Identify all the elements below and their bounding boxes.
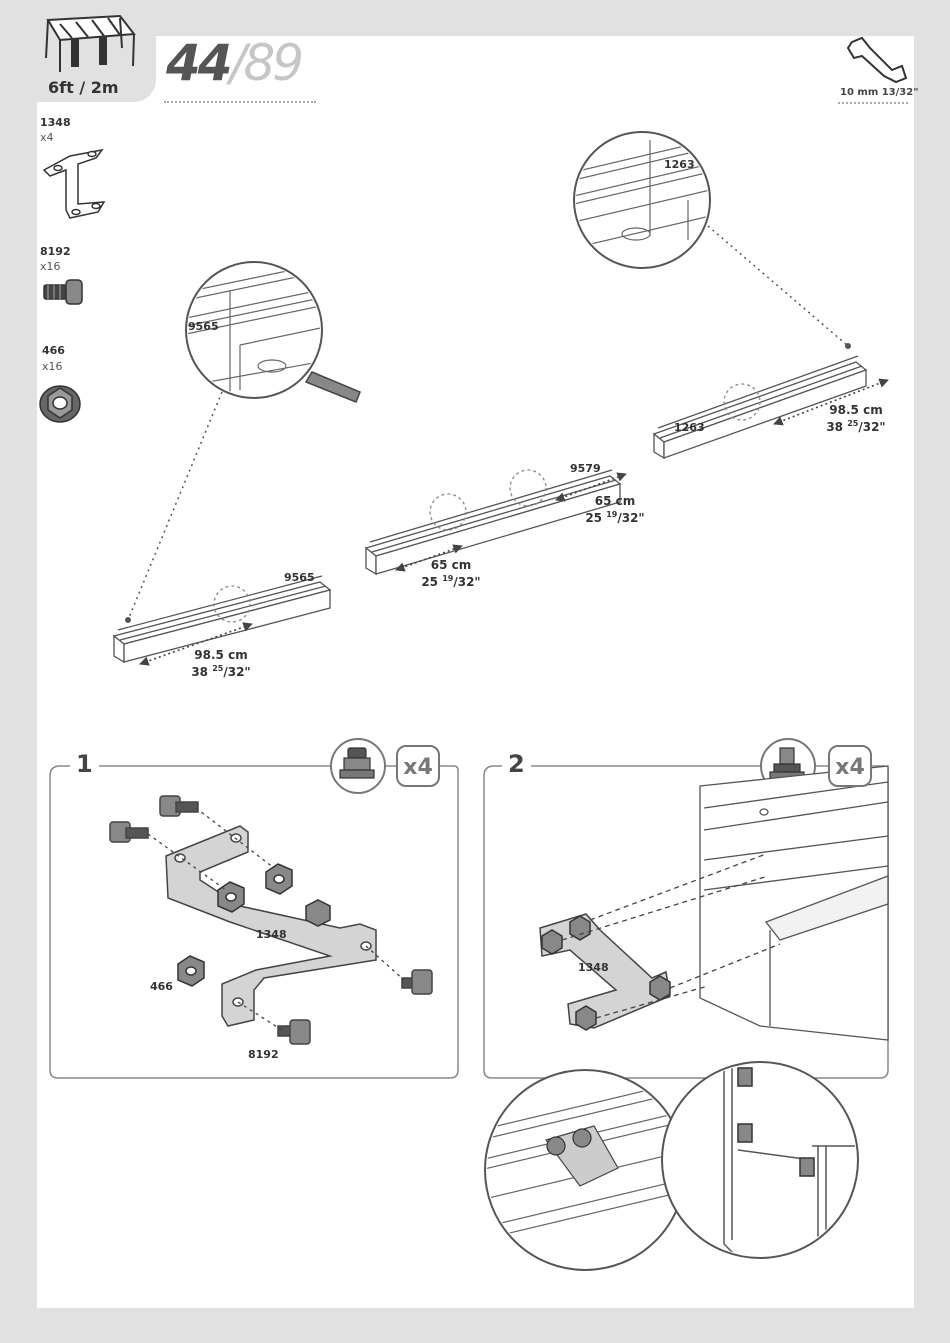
zoom-circle-right bbox=[574, 132, 710, 268]
zoom-label-right: 1263 bbox=[664, 158, 695, 171]
dimension-middle-b: 65 cm 25 19/32" bbox=[580, 494, 650, 525]
dimension-right: 98.5 cm 38 25/32" bbox=[818, 403, 894, 434]
step1-repeat-badge: x4 bbox=[396, 745, 440, 787]
tool-divider bbox=[838, 102, 908, 104]
part-qty-8192: x16 bbox=[40, 260, 61, 273]
model-size-label: 6ft / 2m bbox=[48, 78, 119, 97]
step1-assembly bbox=[110, 796, 432, 1044]
bracket-part-icon bbox=[44, 150, 104, 218]
detail-circle-left bbox=[480, 1070, 690, 1270]
step1-nut-label: 466 bbox=[150, 980, 173, 993]
detail-circle-right bbox=[662, 1054, 860, 1258]
bolt-part-icon bbox=[44, 280, 82, 304]
step1-number: 1 bbox=[70, 750, 99, 778]
dimension-middle-b-metric: 65 cm bbox=[580, 494, 650, 508]
page-separator: / bbox=[230, 34, 244, 92]
dimension-middle-b-imperial: 25 19/32" bbox=[580, 508, 650, 525]
dimension-middle-a: 65 cm 25 19/32" bbox=[416, 558, 486, 589]
step1-bolt-label: 8192 bbox=[248, 1048, 279, 1061]
dimension-left-imperial: 38 25/32" bbox=[186, 662, 256, 679]
part-code-466: 466 bbox=[42, 344, 65, 357]
dimension-middle-a-imperial: 25 19/32" bbox=[416, 572, 486, 589]
step1-bracket-label: 1348 bbox=[256, 928, 287, 941]
part-qty-1348: x4 bbox=[40, 131, 54, 144]
rail-label-middle: 9579 bbox=[570, 462, 601, 475]
dimension-left-metric: 98.5 cm bbox=[186, 648, 256, 662]
dimension-middle-a-metric: 65 cm bbox=[416, 558, 486, 572]
part-code-1348: 1348 bbox=[40, 116, 71, 129]
nut-part-icon bbox=[40, 386, 80, 422]
dimension-left: 98.5 cm 38 25/32" bbox=[186, 648, 256, 679]
step2-profile bbox=[700, 766, 888, 1040]
step2-bracket-label: 1348 bbox=[578, 961, 609, 974]
page-current: 44 bbox=[166, 34, 230, 92]
rail-label-left: 9565 bbox=[284, 571, 315, 584]
page-number: 44/89 bbox=[166, 38, 301, 88]
dimension-right-imperial: 38 25/32" bbox=[818, 417, 894, 434]
rail-label-right: 1263 bbox=[674, 421, 705, 434]
zoom-label-left: 9565 bbox=[188, 320, 219, 333]
gazebo-icon bbox=[46, 16, 134, 72]
header-divider bbox=[164, 101, 316, 103]
wrench-icon bbox=[848, 38, 906, 82]
dimension-right-metric: 98.5 cm bbox=[818, 403, 894, 417]
part-qty-466: x16 bbox=[42, 360, 63, 373]
tool-size-label: 10 mm 13/32" bbox=[840, 87, 918, 98]
part-code-8192: 8192 bbox=[40, 245, 71, 258]
step2-repeat-badge: x4 bbox=[828, 745, 872, 787]
step2-number: 2 bbox=[502, 750, 531, 778]
page-total: 89 bbox=[243, 34, 301, 92]
